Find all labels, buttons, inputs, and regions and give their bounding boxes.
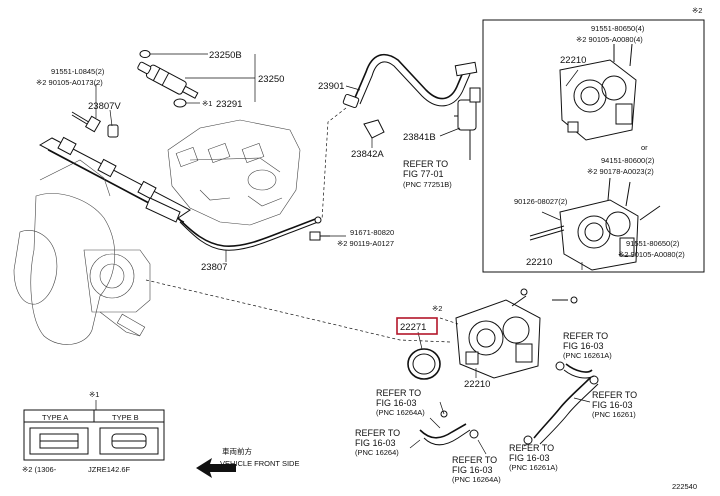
gasket-22271[interactable] <box>396 317 441 380</box>
ref-e-line2: FIG 16-03 <box>452 465 493 475</box>
vapor-hose-23901 <box>342 53 478 109</box>
dashed-link-hose <box>321 107 347 221</box>
vehicle-front-label: VEHICLE FRONT SIDE <box>220 459 299 468</box>
ref-b-line1: REFER TO <box>376 388 421 398</box>
injector-group <box>137 50 256 108</box>
throttle-variant-inset <box>482 19 705 273</box>
water-hose-left <box>419 401 479 446</box>
type-a-icon <box>29 427 89 455</box>
throttle-body-22210 <box>439 288 578 379</box>
bolt-90119-A0127-label: ※2 90119-A0127 <box>337 239 394 248</box>
part-23901-label: 23901 <box>318 81 344 92</box>
ref-f-leader <box>523 443 529 447</box>
water-hose-upper-right <box>555 361 595 379</box>
inset-throttle-low-label: 22210 <box>526 257 552 268</box>
ref-d-line1: REFER TO <box>355 428 400 438</box>
ref-e-line1: REFER TO <box>452 455 497 465</box>
bolt-group-left <box>71 84 119 138</box>
part-23291-mark: ※1 <box>202 99 212 108</box>
part-23250-label: 23250 <box>258 74 284 85</box>
legend-box <box>23 400 165 461</box>
inset-mid-bolt2-label: ※2 90178-A0023(2) <box>587 167 654 176</box>
fuel-hose-23807 <box>177 216 322 262</box>
legend-mark: ※1 <box>89 390 99 399</box>
ref-e-leader <box>477 439 487 455</box>
inset-top-bolt-label: 91551-80650(4) <box>591 24 645 33</box>
ref-77-01-line1: REFER TO <box>403 159 448 169</box>
vehicle-front-jp-label: 車両前方 <box>222 446 252 456</box>
part-22210-label: 22210 <box>464 379 490 390</box>
ref-b-leader <box>429 417 441 429</box>
inset-throttle-top <box>559 43 637 141</box>
ref-a-line2: FIG 16-03 <box>563 341 604 351</box>
legend-type-a: TYPE A <box>42 413 68 422</box>
inset-or-label: or <box>641 143 648 152</box>
part-23842A-label: 23842A <box>351 149 384 160</box>
inset-low-bolt2-label: ※2 90105-A0080(2) <box>618 250 685 259</box>
vehicle-front-arrow <box>196 458 236 478</box>
bolt-91671-80820-label: 91671-80820 <box>350 228 394 237</box>
legend-model: JZRE142.6F <box>88 465 131 474</box>
intake-manifold <box>13 159 151 345</box>
inset-throttle-top-label: 22210 <box>560 55 586 66</box>
ref-e-line3: (PNC 16264A) <box>452 475 501 484</box>
ref-77-01-line3: (PNC 77251B) <box>403 180 452 189</box>
part-23807V-label: 23807V <box>88 101 121 112</box>
part-23291-label: 23291 <box>216 99 242 110</box>
ref-b-line2: FIG 16-03 <box>376 398 417 408</box>
part-22271-label: 22271 <box>400 322 426 333</box>
fuel-rail <box>38 136 191 223</box>
part-23841B-label: 23841B <box>403 132 436 143</box>
inset-stud-label: 90126-08027(2) <box>514 197 568 206</box>
ref-77-01-line2: FIG 77-01 <box>403 169 444 179</box>
figure-id: 222540 <box>672 482 697 491</box>
part-23807-label: 23807 <box>201 262 227 273</box>
legend-date: ※2 (1306- <box>22 465 57 474</box>
ref-c-line2: FIG 16-03 <box>592 400 633 410</box>
water-hose-right <box>523 375 599 445</box>
ref-d-line3: (PNC 16264) <box>355 448 399 457</box>
ref-f-line1: REFER TO <box>509 443 554 453</box>
engine-block-outline <box>167 119 301 226</box>
inset-mid-bolt-label: 94151-80600(2) <box>601 156 655 165</box>
gasket-22271-highlight <box>396 317 438 335</box>
part-22271-mark: ※2 <box>432 304 442 313</box>
ref-f-line3: (PNC 16261A) <box>509 463 558 472</box>
bolt-91671 <box>309 231 346 241</box>
inset-low-bolt-label: 91551-80650(2) <box>626 239 680 248</box>
part-23250B-label: 23250B <box>209 50 242 61</box>
ref-f-line2: FIG 16-03 <box>509 453 550 463</box>
bolt-90105-A0173-label: ※2 90105-A0173(2) <box>36 78 103 87</box>
bracket-23842A <box>363 119 385 148</box>
ref-c-line1: REFER TO <box>592 390 637 400</box>
ref-a-line3: (PNC 16261A) <box>563 351 612 360</box>
legend-type-b: TYPE B <box>112 413 139 422</box>
type-b-icon <box>99 427 159 455</box>
ref-b-line3: (PNC 16264A) <box>376 408 425 417</box>
ref-c-leader <box>573 397 591 403</box>
ref-d-line2: FIG 16-03 <box>355 438 396 448</box>
bolt-91551-L0845-label: 91551-L0845(2) <box>51 67 105 76</box>
ref-c-line3: (PNC 16261) <box>592 410 636 419</box>
dashed-link-throttle <box>145 279 451 343</box>
vsv-23841B <box>439 87 481 160</box>
ref-d-leader <box>409 439 421 449</box>
ref-a-line1: REFER TO <box>563 331 608 341</box>
inset-throttle-low <box>529 177 661 271</box>
inset-top-bolt2-label: ※2 90105-A0080(4) <box>576 35 643 44</box>
inset-mark: ※2 <box>692 6 702 15</box>
